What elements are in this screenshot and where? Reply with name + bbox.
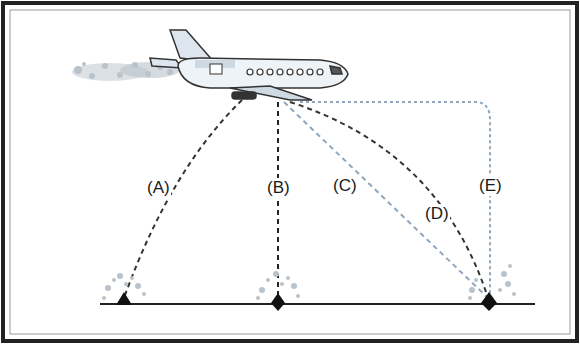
trajectory-b — [277, 102, 279, 298]
inner-frame — [10, 10, 570, 334]
bomb-trajectories — [124, 100, 490, 298]
callout-label: (B) — [266, 178, 291, 198]
callout-label: (D) — [424, 204, 450, 224]
trajectory-d — [290, 102, 488, 298]
airplane — [150, 30, 348, 100]
frame — [3, 3, 577, 341]
explosions — [102, 264, 516, 311]
trajectory-c — [284, 102, 488, 298]
callout-label: (C) — [332, 176, 358, 196]
ground-line — [100, 303, 535, 305]
trajectory-e — [300, 102, 490, 298]
callout-label: (A) — [146, 178, 171, 198]
callout-label: (E) — [478, 176, 503, 196]
trajectory-a — [124, 100, 242, 298]
